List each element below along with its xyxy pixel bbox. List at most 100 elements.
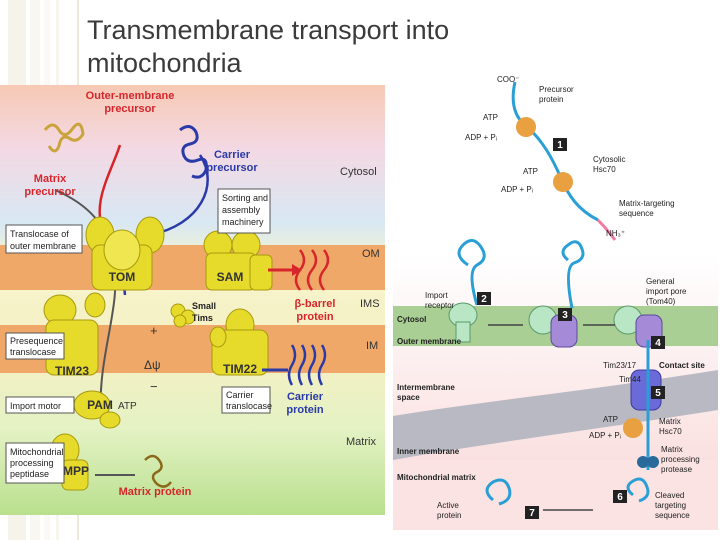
precursor-protein-chain bbox=[511, 81, 599, 222]
step-3: 3 bbox=[562, 310, 568, 321]
carrier-precursor-squiggle-icon bbox=[179, 125, 208, 179]
tim44-label: Tim44 bbox=[619, 375, 641, 384]
title-line-1: Transmembrane transport into bbox=[87, 15, 450, 45]
matrix-protease-label-3: protease bbox=[661, 465, 693, 474]
adp-2-label: ADP + Pᵢ bbox=[501, 185, 533, 194]
general-pore-label-3: (Tom40) bbox=[646, 297, 676, 306]
tim23-label: TIM23 bbox=[55, 364, 89, 378]
receptor-bound-chain bbox=[561, 240, 585, 309]
matrix-protease-label-1: Matrix bbox=[661, 445, 683, 454]
plus-sign: + bbox=[150, 323, 158, 338]
unfolded-protein-chain bbox=[457, 239, 486, 306]
cytosol-label-right: Cytosol bbox=[397, 315, 426, 324]
mito-matrix-label: Mitochondrial matrix bbox=[397, 473, 476, 482]
hsc70-icon-2 bbox=[553, 172, 573, 192]
nh3-label: NH₃⁺ bbox=[606, 229, 625, 238]
carrier-translocase-box bbox=[221, 386, 271, 414]
step-6-box bbox=[613, 490, 627, 503]
sorting-machinery-label-1: Sorting and bbox=[222, 193, 268, 203]
step-5: 5 bbox=[655, 388, 661, 399]
title-line-2: mitochondria bbox=[87, 48, 242, 78]
small-tims-label-2: Tims bbox=[192, 313, 213, 323]
matrix-label: Matrix bbox=[346, 436, 376, 448]
step-1-box bbox=[553, 138, 567, 151]
general-pore-label-2: import pore bbox=[646, 287, 687, 296]
inner-membrane-label: Inner membrane bbox=[397, 447, 460, 456]
cytosol-label: Cytosol bbox=[340, 166, 377, 178]
cleaved-label-2: targeting bbox=[655, 501, 686, 510]
active-protein-chain bbox=[485, 478, 512, 506]
carrier-translocase-label-1: Carrier bbox=[226, 390, 254, 400]
matrix-protease-label-2: processing bbox=[661, 455, 700, 464]
sorting-machinery-box bbox=[217, 188, 271, 234]
step-7-box bbox=[525, 506, 539, 519]
coo-label: COO⁻ bbox=[497, 75, 519, 84]
matrix-hsc70-label-2: Hsc70 bbox=[659, 427, 682, 436]
tom-translocase-label-2: outer membrane bbox=[10, 241, 76, 251]
outer-membrane-precursor-label-1: Outer-membrane bbox=[86, 90, 175, 102]
tom-complex bbox=[85, 216, 165, 291]
step-7: 7 bbox=[529, 508, 535, 519]
hsc70-icon bbox=[516, 117, 536, 137]
atp-2-label: ATP bbox=[523, 167, 538, 176]
presequence-translocase-label-1: Presequence bbox=[10, 336, 63, 346]
mpp-label-1: Mitochondrial bbox=[10, 447, 64, 457]
protein-import-steps-figure: 1 2 3 4 5 6 7 COO⁻ Precursor protein ATP… bbox=[393, 70, 718, 530]
carrier-protein-icon bbox=[287, 344, 327, 386]
atp-label: ATP bbox=[118, 401, 137, 412]
tim2317-label: Tim23/17 bbox=[603, 361, 637, 370]
presequence-translocase-label-2: translocase bbox=[10, 347, 56, 357]
tim22-complex bbox=[209, 308, 269, 376]
matrix-precursor-label-1: Matrix bbox=[34, 173, 67, 185]
precursor-protein-label-1: Precursor bbox=[539, 85, 574, 94]
matrix-targeting-label-2: sequence bbox=[619, 209, 654, 218]
tom-label: TOM bbox=[109, 270, 135, 284]
matrix-hsc70-label-1: Matrix bbox=[659, 417, 681, 426]
adp-1-label: ADP + Pᵢ bbox=[465, 133, 497, 142]
small-tims-complex bbox=[170, 303, 196, 328]
import-receptor-label-2: receptor bbox=[425, 301, 455, 310]
step-3-box bbox=[558, 308, 572, 321]
matrix-targeting-label-1: Matrix-targeting bbox=[619, 199, 675, 208]
minus-sign: − bbox=[150, 379, 158, 394]
receptor-pore-complex bbox=[528, 305, 578, 348]
general-pore-label-1: General bbox=[646, 277, 675, 286]
beta-barrel-label-1: β-barrel bbox=[295, 298, 336, 310]
tim22-label: TIM22 bbox=[223, 362, 257, 376]
pam-complex bbox=[73, 390, 121, 429]
delta-psi-label: Δψ bbox=[144, 358, 161, 372]
carrier-precursor-label-1: Carrier bbox=[214, 149, 251, 161]
import-motor-box bbox=[5, 396, 75, 414]
step-2-box bbox=[477, 292, 491, 305]
atp-1-label: ATP bbox=[483, 113, 498, 122]
carrier-protein-label-1: Carrier bbox=[287, 391, 324, 403]
im-label: IM bbox=[366, 340, 378, 352]
mpp-label-3: peptidase bbox=[10, 469, 49, 479]
carrier-precursor-label-2: precursor bbox=[206, 162, 258, 174]
sorting-machinery-label-2: assembly bbox=[222, 205, 261, 215]
step-1: 1 bbox=[557, 140, 563, 151]
matrix-protein-icon bbox=[144, 454, 172, 488]
matrix-precursor-label-2: precursor bbox=[24, 186, 76, 198]
matrix-hsc70-icon bbox=[623, 418, 643, 438]
tom-translocase-box bbox=[5, 224, 83, 254]
cleaved-label-1: Cleaved bbox=[655, 491, 684, 500]
step-2: 2 bbox=[481, 294, 487, 305]
small-tims-label-1: Small bbox=[192, 301, 216, 311]
mature-protein-chain bbox=[626, 477, 650, 503]
mpp-label: MPP bbox=[63, 464, 89, 478]
outer-membrane-label: Outer membrane bbox=[397, 337, 462, 346]
step-6: 6 bbox=[617, 492, 623, 503]
cytosolic-hsc70-label-1: Cytosolic bbox=[593, 155, 625, 164]
contact-site-label: Contact site bbox=[659, 361, 705, 370]
outer-membrane-precursor-label-2: precursor bbox=[104, 103, 156, 115]
active-protein-label-2: protein bbox=[437, 511, 461, 520]
pam-label: PAM bbox=[87, 398, 113, 412]
import-receptor-icon bbox=[448, 302, 478, 343]
om-label: OM bbox=[362, 248, 380, 260]
step-4: 4 bbox=[655, 338, 661, 349]
import-motor-label: Import motor bbox=[10, 401, 61, 411]
matrix-protease-icon bbox=[637, 456, 659, 468]
step-5-box bbox=[651, 386, 665, 399]
presequence-translocase-box bbox=[5, 332, 65, 360]
